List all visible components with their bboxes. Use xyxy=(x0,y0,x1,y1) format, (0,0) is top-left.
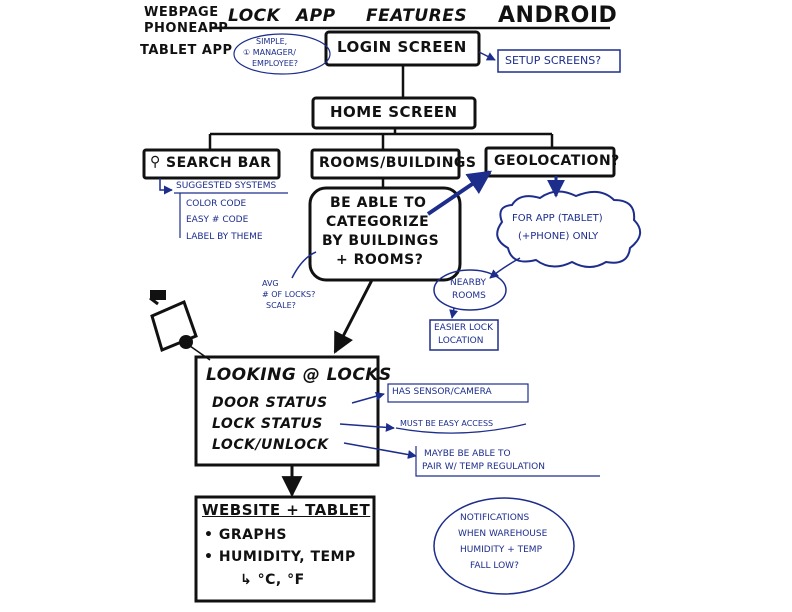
locks-box xyxy=(194,355,380,467)
login-note-line-2: ① MANAGER/ xyxy=(243,48,296,57)
avg-note-connector xyxy=(291,251,317,279)
avg-note-line-2: # OF LOCKS? xyxy=(262,290,316,299)
categorize-line-1: BE ABLE TO xyxy=(330,195,427,211)
categorize-locks-arrow xyxy=(333,279,374,354)
search-item-label-theme: LABEL BY THEME xyxy=(186,232,263,242)
notifications-line-2: WHEN WAREHOUSE xyxy=(458,529,548,539)
lock-status-note-arrow xyxy=(339,422,395,432)
notifications-line-3: HUMIDITY + TEMP xyxy=(460,545,542,555)
search-item-color-code: COLOR CODE xyxy=(186,199,247,209)
title-android: ANDROID xyxy=(498,3,618,28)
geolocation-box xyxy=(484,146,616,178)
cloud-line-2: (+PHONE) ONLY xyxy=(518,231,599,242)
cloud-line-1: FOR APP (TABLET) xyxy=(512,213,603,224)
website-tablet-title: WEBSITE + TABLET xyxy=(202,501,371,519)
title-features: FEATURES xyxy=(366,6,468,26)
notifications-line-4: FALL LOW? xyxy=(470,561,519,571)
rooms-buildings-box xyxy=(310,148,461,180)
notifications-oval xyxy=(433,497,575,595)
search-icon: ⚲ xyxy=(150,154,161,170)
search-item-easy-code: EASY # CODE xyxy=(186,215,249,225)
lock-status-label: LOCK STATUS xyxy=(212,416,323,432)
search-bar-label: SEARCH BAR xyxy=(166,155,272,171)
easy-access-underline xyxy=(395,423,527,434)
sensor-camera-note: HAS SENSOR/CAMERA xyxy=(392,387,492,397)
app-only-cloud xyxy=(496,190,641,268)
setup-screens-label: SETUP SCREENS? xyxy=(505,54,602,67)
easy-access-note: MUST BE EASY ACCESS xyxy=(400,419,494,428)
easier-line-1: EASIER LOCK xyxy=(434,323,493,333)
setup-screens-box xyxy=(497,49,621,73)
login-note-oval xyxy=(233,33,331,75)
temp-note-line-1: MAYBE BE ABLE TO xyxy=(424,449,511,459)
cloud-nearby-arrow xyxy=(489,257,521,279)
nearby-easier-arrow xyxy=(449,307,459,319)
door-note-arrow xyxy=(351,391,385,404)
categorize-geo-arrow xyxy=(426,170,492,216)
notifications-line-1: NOTIFICATIONS xyxy=(460,513,530,523)
login-note-line-3: EMPLOYEE? xyxy=(252,59,299,68)
rooms-buildings-label: ROOMS/BUILDINGS xyxy=(319,155,477,171)
lock-unlock-note-arrow xyxy=(343,442,417,459)
platform-tablet-app: TABLET APP xyxy=(140,43,233,58)
platform-webpage: WEBPAGE xyxy=(144,5,219,20)
avg-note-line-3: SCALE? xyxy=(266,301,296,310)
geolocation-label: GEOLOCATION? xyxy=(494,153,620,169)
easier-line-2: LOCATION xyxy=(438,336,484,346)
security-camera-icon xyxy=(149,290,211,361)
graphs-item: • GRAPHS xyxy=(204,527,287,543)
nearby-rooms-oval xyxy=(433,269,507,311)
categorize-box xyxy=(308,186,462,282)
categorize-line-3: BY BUILDINGS xyxy=(322,233,440,249)
categorize-line-4: + ROOMS? xyxy=(336,252,424,268)
temp-note-bracket xyxy=(415,446,600,477)
search-bar-box xyxy=(142,148,281,180)
locks-title: LOOKING @ LOCKS xyxy=(206,365,392,385)
units-item: ↳ °C, °F xyxy=(240,572,305,588)
temp-note-line-2: PAIR W/ TEMP REGULATION xyxy=(422,462,545,472)
title-lock: LOCK xyxy=(228,6,281,26)
nearby-line-2: ROOMS xyxy=(452,291,486,301)
door-status-label: DOOR STATUS xyxy=(212,395,328,411)
sensor-camera-box xyxy=(387,383,529,403)
categorize-line-2: CATEGORIZE xyxy=(326,214,430,230)
nearby-line-1: NEARBY xyxy=(450,278,487,288)
home-screen-label: HOME SCREEN xyxy=(330,103,458,121)
suggested-systems-label: SUGGESTED SYSTEMS xyxy=(176,181,277,191)
website-tablet-box xyxy=(194,495,376,603)
login-screen-label: LOGIN SCREEN xyxy=(337,38,467,56)
easier-lock-box xyxy=(429,319,499,351)
humidity-temp-item: • HUMIDITY, TEMP xyxy=(204,549,356,565)
platform-phoneapp: PHONEAPP xyxy=(144,21,229,36)
login-note-line-1: SIMPLE, xyxy=(256,37,288,46)
title-app: APP xyxy=(296,6,336,26)
login-setup-arrow xyxy=(478,51,496,61)
lock-unlock-label: LOCK/UNLOCK xyxy=(212,437,329,453)
avg-note-line-1: AVG xyxy=(262,279,279,288)
search-suggested-connector xyxy=(159,178,173,195)
